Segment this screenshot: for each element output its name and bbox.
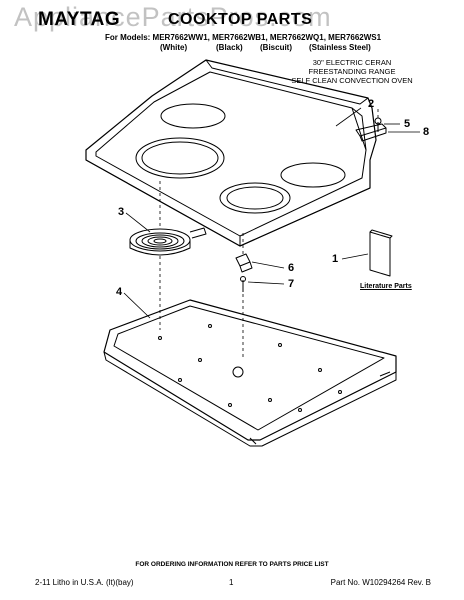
description-line: 30" ELECTRIC CERAN: [312, 58, 392, 67]
callout-5: 5: [404, 118, 411, 130]
alignment-lines: [159, 108, 379, 360]
description-line: FREESTANDING RANGE: [308, 67, 396, 76]
callout-4: 4: [116, 286, 123, 298]
color-label-stainless: (Stainless Steel): [309, 43, 371, 52]
literature-booklet: [369, 229, 393, 277]
callout-1: 1: [332, 253, 339, 265]
product-description: 30" ELECTRIC CERAN FREESTANDING RANGE SE…: [282, 58, 422, 85]
surface-element: [129, 227, 207, 256]
literature-parts-label: Literature Parts: [360, 283, 412, 290]
callout-2: 2: [368, 98, 375, 110]
cooktop-burner-outlines: [135, 103, 346, 214]
burner-box: [103, 299, 397, 447]
screw-and-bracket: [355, 117, 387, 142]
cooktop-main-top: [85, 59, 377, 247]
description-line: SELF CLEAN CONVECTION OVEN: [291, 76, 413, 85]
brand-logo: MAYTAG: [38, 9, 121, 30]
page-title: COOKTOP PARTS: [168, 11, 313, 28]
models-line: For Models: MER7662WW1, MER7662WB1, MER7…: [105, 33, 382, 42]
callout-6: 6: [288, 262, 295, 274]
footer-part-number: Part No. W10294264 Rev. B: [330, 578, 431, 587]
color-label-white: (White): [160, 43, 188, 52]
footer-page-number: 1: [229, 578, 234, 587]
color-label-biscuit: (Biscuit): [260, 43, 292, 52]
footer-note: FOR ORDERING INFORMATION REFER TO PARTS …: [135, 561, 329, 568]
callout-8: 8: [423, 126, 430, 138]
color-label-black: (Black): [216, 43, 243, 52]
watermark: AppliancePartsPros.com: [14, 2, 332, 32]
leader-lines: [123, 107, 420, 319]
footer-litho: 2-11 Litho in U.S.A. (lt)(bay): [35, 578, 134, 587]
limiter-clip-and-screw: [235, 253, 253, 292]
callout-3: 3: [118, 206, 125, 218]
callout-7: 7: [288, 278, 295, 290]
